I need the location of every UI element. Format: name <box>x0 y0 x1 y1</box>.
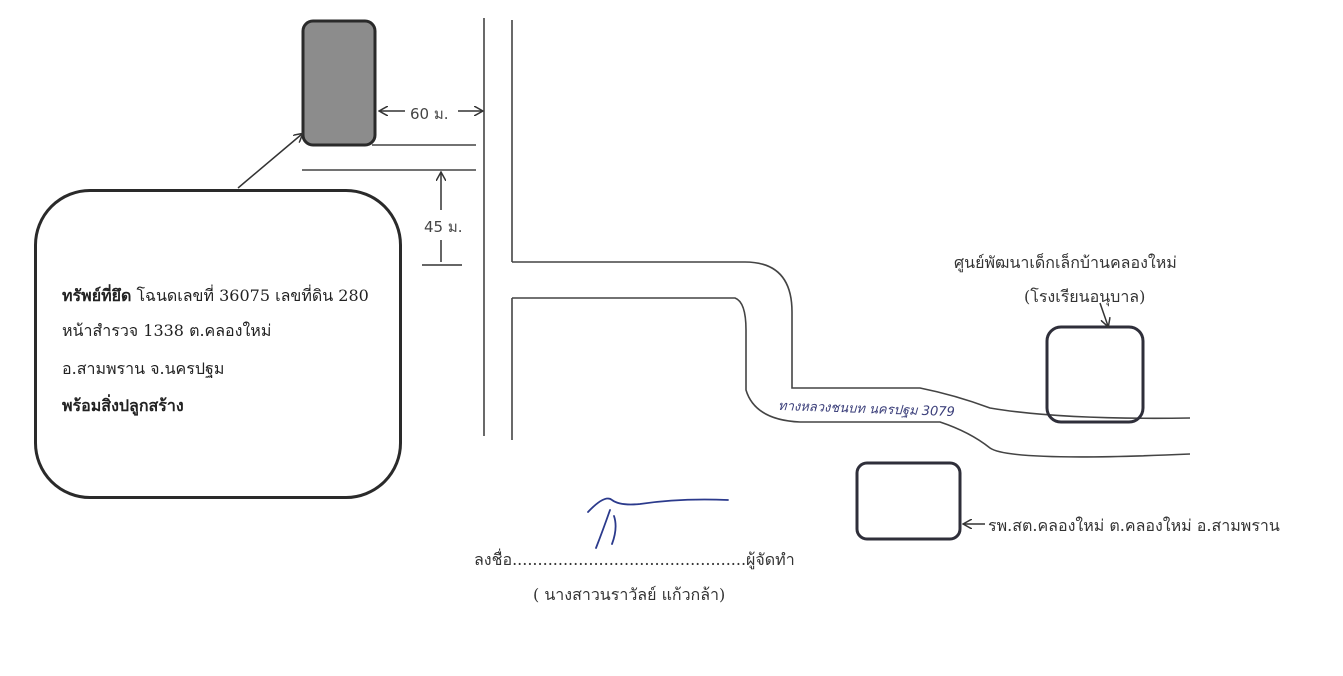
signature-line: ลงชื่อ..................................… <box>474 550 795 569</box>
health-center-label: รพ.สต.คลองใหม่ ต.คลองใหม่ อ.สามพราน <box>988 516 1280 535</box>
childcare-center-sublabel: (โรงเรียนอนุบาล) <box>1024 287 1146 306</box>
property-info-line2: หน้าสำรวจ 1338 ต.คลองใหม่ <box>62 321 272 340</box>
signer-name: ( นางสาวนราวัลย์ แก้วกล้า) <box>533 585 726 604</box>
property-info-box <box>34 189 402 499</box>
main-road-edge-bottom <box>512 297 1191 458</box>
pointer-arrow <box>237 134 302 189</box>
main-road-edge-top <box>512 261 1191 420</box>
property-info-line3: อ.สามพราน จ.นครปฐม <box>62 359 225 378</box>
signature-mark <box>587 497 729 549</box>
childcare-center-box <box>1045 325 1145 424</box>
property-info-title: ทรัพย์ที่ยึด <box>62 286 132 305</box>
distance-label-60m: 60 ม. <box>410 105 449 123</box>
health-center-box <box>855 461 962 541</box>
property-info-deed: โฉนดเลขที่ 36075 เลขที่ดิน 280 <box>131 286 369 305</box>
property-parcel <box>301 19 377 147</box>
childcare-center-label: ศูนย์พัฒนาเด็กเล็กบ้านคลองใหม่ <box>954 253 1177 272</box>
distance-label-45m: 45 ม. <box>424 218 463 236</box>
property-info-line4: พร้อมสิ่งปลูกสร้าง <box>62 396 184 415</box>
property-info-line1: ทรัพย์ที่ยึด โฉนดเลขที่ 36075 เลขที่ดิน … <box>62 284 369 309</box>
childcare-arrow <box>1099 302 1108 326</box>
